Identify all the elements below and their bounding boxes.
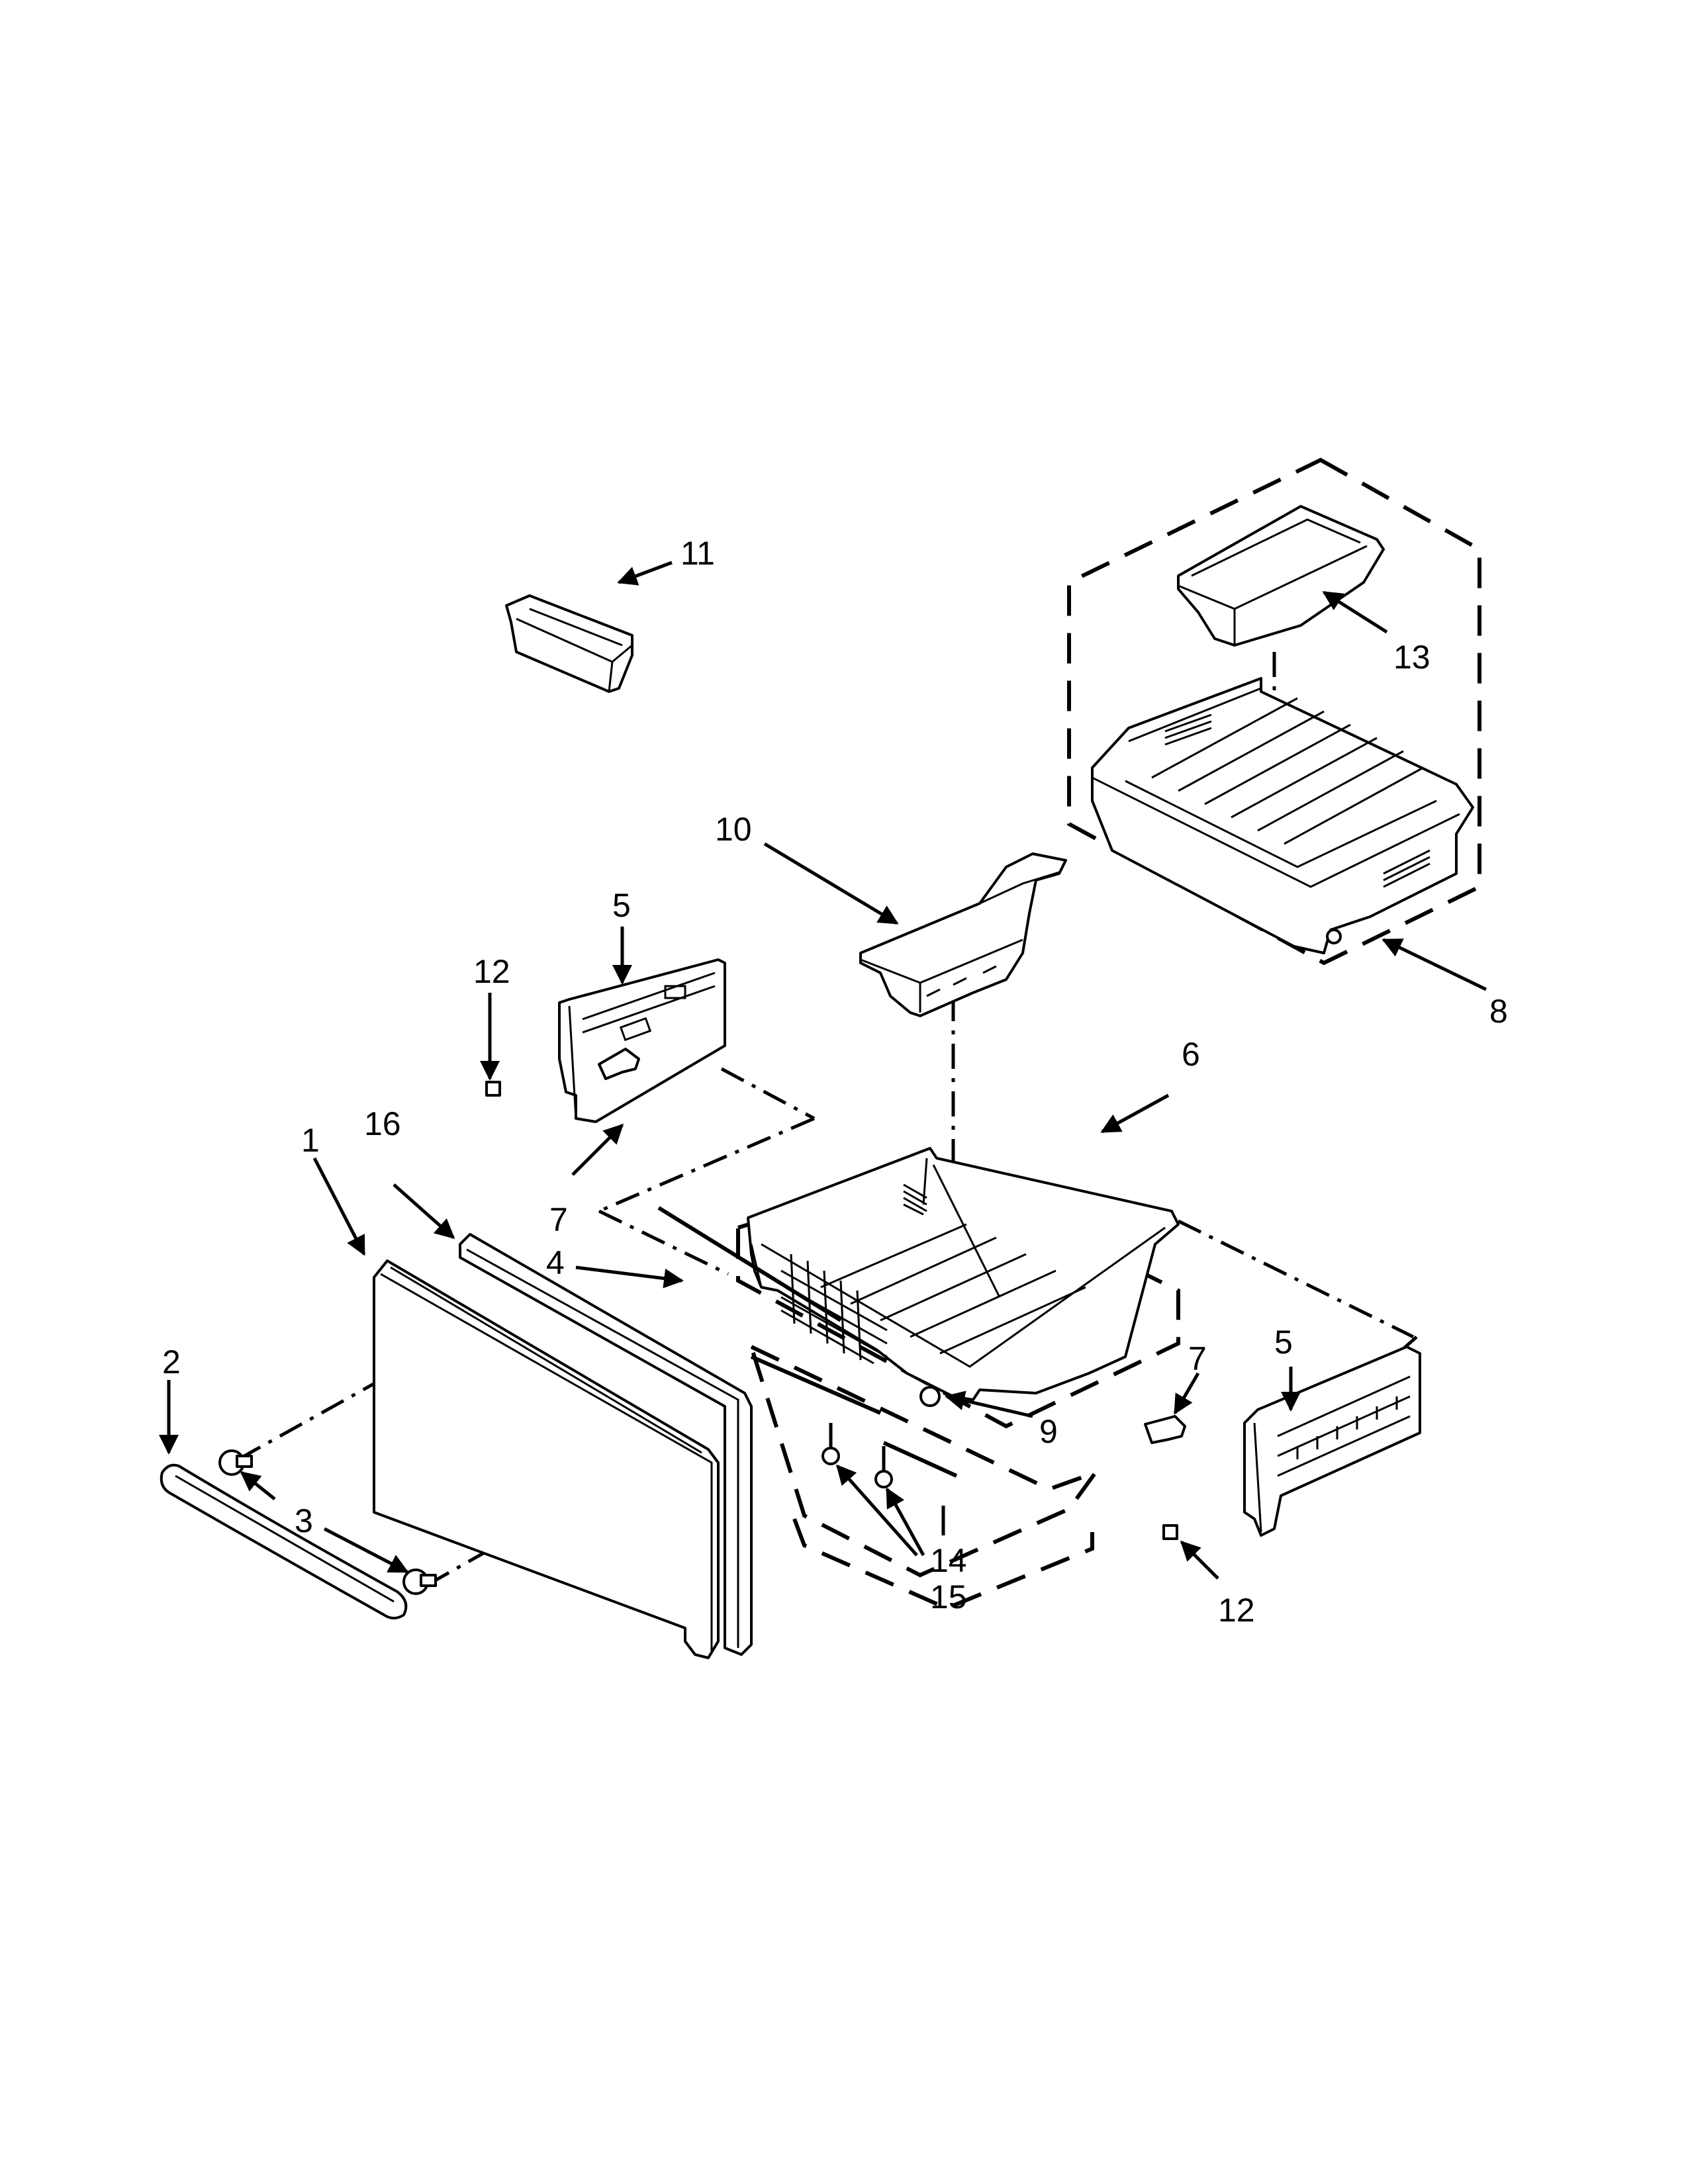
part-14-support-bars bbox=[750, 1355, 958, 1478]
callout-8: 8 bbox=[1489, 993, 1508, 1030]
part-2-handle bbox=[160, 1463, 408, 1619]
part-3-handle-screws bbox=[218, 1449, 437, 1595]
callout-15: 15 bbox=[930, 1578, 967, 1615]
callout-5-left: 5 bbox=[612, 887, 631, 924]
callout-9: 9 bbox=[1039, 1413, 1058, 1450]
rail-kit-dashed-boundary bbox=[748, 1343, 1102, 1578]
leader-arrows bbox=[159, 561, 1487, 1580]
crisper-assembly-dashed-boundary bbox=[1067, 457, 1481, 966]
callout-1: 1 bbox=[301, 1122, 320, 1159]
callout-labels: 11 13 10 8 5 12 6 16 1 7 4 2 5 7 9 3 14 … bbox=[162, 535, 1508, 1629]
callout-7-right: 7 bbox=[1188, 1340, 1207, 1377]
hardware-kit-dashed-boundary bbox=[792, 1518, 1094, 1611]
part-7-screws bbox=[598, 1048, 1186, 1444]
part-15-screws bbox=[821, 1423, 893, 1488]
callout-13: 13 bbox=[1393, 639, 1430, 676]
part-5-left-slide-rail bbox=[558, 958, 726, 1123]
callout-12-left: 12 bbox=[473, 953, 510, 990]
part-5-right-slide-rail bbox=[1243, 1345, 1421, 1537]
part-8-crisper-drawer bbox=[1091, 677, 1474, 954]
part-4-rod bbox=[657, 1206, 842, 1322]
part-6-freezer-basket bbox=[747, 1147, 1180, 1401]
callout-2: 2 bbox=[162, 1343, 181, 1381]
callout-5-right: 5 bbox=[1274, 1324, 1293, 1361]
part-13-crisper-insert bbox=[1177, 505, 1385, 647]
callout-12-right: 12 bbox=[1218, 1592, 1255, 1629]
part-1-drawer-front bbox=[373, 1259, 720, 1659]
part-11-small-bin bbox=[505, 594, 633, 693]
callout-3: 3 bbox=[295, 1502, 313, 1539]
callout-11: 11 bbox=[680, 535, 715, 572]
callout-10: 10 bbox=[715, 811, 752, 848]
part-10-basket-tray bbox=[859, 852, 1067, 1017]
callout-14: 14 bbox=[930, 1542, 967, 1579]
part-12-clips bbox=[485, 1081, 1178, 1540]
callout-4: 4 bbox=[546, 1244, 565, 1281]
part-9-nut bbox=[919, 1386, 941, 1407]
callout-6: 6 bbox=[1182, 1036, 1200, 1073]
callout-7-left: 7 bbox=[549, 1201, 568, 1238]
callout-16: 16 bbox=[364, 1105, 401, 1142]
part-16-gasket bbox=[459, 1233, 753, 1656]
